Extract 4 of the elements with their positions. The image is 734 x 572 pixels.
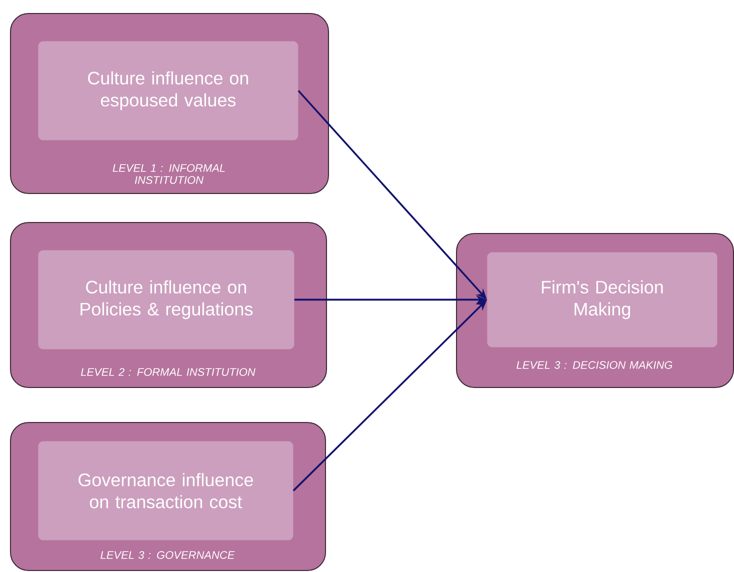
process-box: Culture influence on Policies & regulations [38,250,294,350]
process-box: Governance influence on transaction cost [38,441,294,540]
process-box: Firm's Decision Making [487,252,718,348]
process-box: Culture influence on espoused values [38,41,298,140]
